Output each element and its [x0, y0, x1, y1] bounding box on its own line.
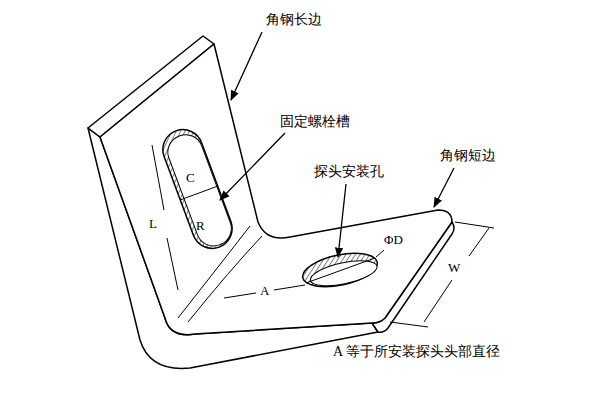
dimension-line	[180, 186, 218, 200]
leader-line	[434, 168, 454, 207]
probe-hole	[300, 247, 381, 292]
part-name: 角钢短边	[440, 148, 496, 164]
bolt-slot	[157, 124, 238, 254]
dimension-label: ΦD	[384, 232, 403, 248]
leader-line	[338, 184, 346, 257]
dimension-line	[306, 258, 375, 283]
dimension-line	[152, 145, 164, 210]
leader-line	[220, 133, 285, 200]
bracket-face	[100, 44, 452, 335]
bend-line	[188, 236, 262, 322]
dimension-line	[224, 293, 256, 298]
dimension-line	[274, 285, 305, 290]
dimension-line	[424, 280, 452, 322]
part-name: 固定螺栓槽	[280, 114, 350, 130]
dimension-label: C	[186, 170, 195, 186]
note: A 等于所安装探头头部直径	[333, 344, 500, 360]
dimension-label: L	[149, 216, 157, 232]
part-name: 角钢长边	[266, 12, 322, 28]
extension-line	[455, 222, 494, 228]
leader-line	[231, 32, 262, 100]
dimension-line	[167, 238, 178, 290]
dimension-label: R	[196, 218, 205, 234]
dimension-label: W	[448, 260, 460, 276]
dimension-line	[376, 250, 384, 257]
extension-line	[390, 322, 428, 327]
part-name: 探头安装孔	[314, 164, 384, 180]
dimension-line	[469, 228, 489, 256]
dimension-label: A	[260, 283, 269, 299]
